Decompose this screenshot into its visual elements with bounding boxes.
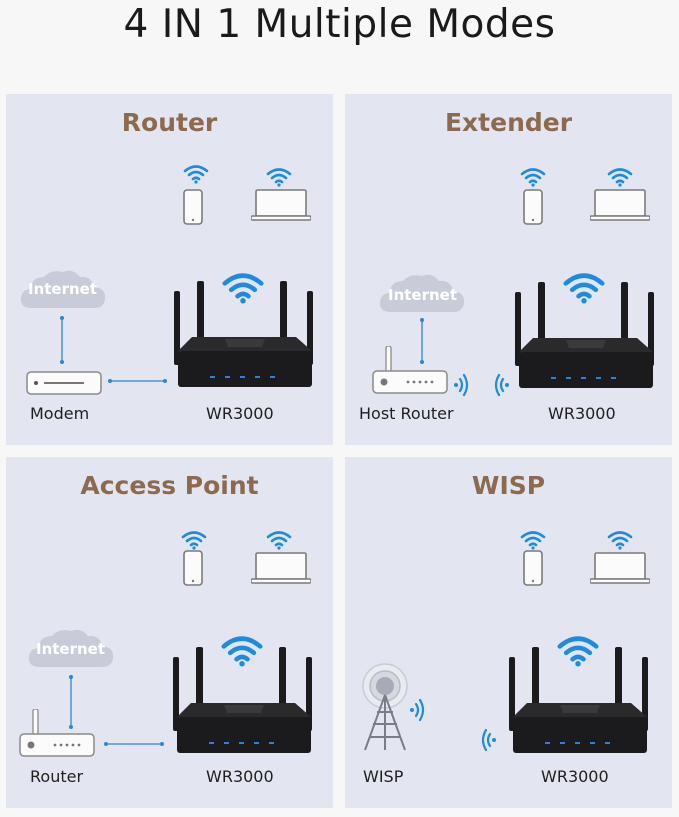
wifi-icon <box>607 530 633 550</box>
host-router-icon <box>372 346 448 394</box>
left-device-label: Modem <box>30 404 90 423</box>
laptop-icon <box>590 552 650 584</box>
mode-panel-router: Router Internet Modem WR3000 <box>6 94 333 445</box>
left-device-label: Router <box>30 767 84 786</box>
tower-icon <box>357 662 413 752</box>
signal-waves-icon <box>477 727 497 753</box>
router-icon <box>511 282 661 392</box>
page-headline: 4 IN 1 Multiple Modes <box>123 2 556 47</box>
connection-line <box>69 675 164 746</box>
wifi-icon <box>520 530 546 550</box>
device-label: WR3000 <box>548 404 616 423</box>
connection-line <box>420 318 424 364</box>
device-label: WR3000 <box>541 767 609 786</box>
mode-panel-access-point: Access Point Internet Router WR3000 <box>6 457 333 808</box>
panel-title: Router <box>121 108 218 137</box>
cloud-label: Internet <box>36 640 106 658</box>
cloud-label: Internet <box>388 286 458 304</box>
device-label: WR3000 <box>206 767 274 786</box>
phone-icon <box>523 550 543 586</box>
mode-panel-extender: Extender Internet Host Router WR3000 <box>345 94 672 445</box>
signal-waves-icon <box>490 372 510 398</box>
panel-title: Access Point <box>80 471 259 500</box>
router-icon <box>505 647 655 757</box>
signal-waves-icon <box>453 372 473 398</box>
cloud-label: Internet <box>28 280 98 298</box>
mode-panel-wisp: WISP WISP WR3000 <box>345 457 672 808</box>
device-label: WR3000 <box>206 404 274 423</box>
panel-title: WISP <box>471 471 546 500</box>
left-device-label: WISP <box>363 767 404 786</box>
router-icon <box>169 647 319 757</box>
signal-waves-icon <box>409 697 429 723</box>
left-device-label: Host Router <box>359 404 454 423</box>
router-icon <box>170 281 320 391</box>
connection-line <box>60 316 167 383</box>
panel-title: Extender <box>444 108 573 137</box>
router-icon-small <box>19 709 95 757</box>
modem-icon <box>26 371 102 395</box>
